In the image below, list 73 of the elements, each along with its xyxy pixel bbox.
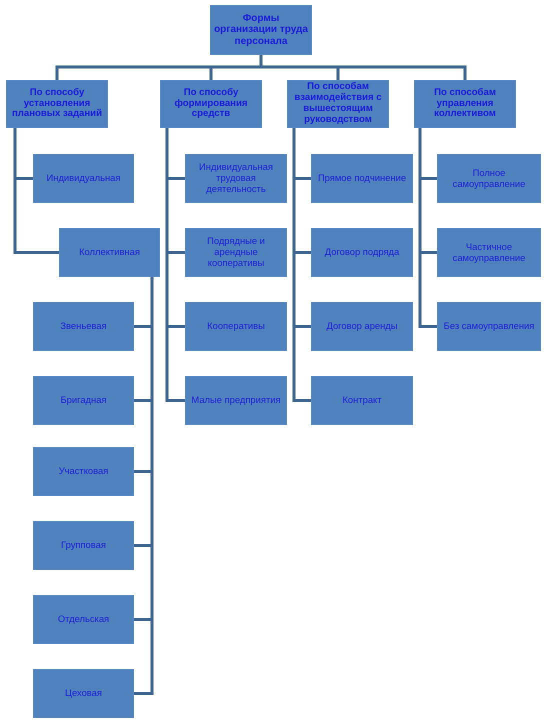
form-label: Договор аренды (326, 321, 398, 332)
connector-line (134, 470, 152, 473)
connector-line (14, 128, 16, 254)
form-box (185, 154, 287, 203)
connector-line (292, 128, 296, 402)
form-label: Цеховая (65, 688, 102, 699)
form-label: Частичное самоуправление (452, 242, 526, 264)
connector-line (15, 177, 33, 180)
connector-line (420, 251, 437, 254)
category-label: Формы организации труда персонала (213, 12, 309, 48)
category-box (6, 80, 108, 128)
form-label: Индивидуальная (46, 173, 120, 184)
form-label: Звеньевая (60, 321, 107, 332)
connector-line (150, 277, 154, 695)
form-label: Отдельская (58, 614, 110, 625)
form-label: Договор подряда (324, 247, 400, 258)
connector-line (134, 399, 152, 402)
form-label: Бригадная (60, 395, 106, 406)
form-label: Групповая (61, 540, 106, 551)
form-box (311, 302, 413, 351)
connector-line (166, 128, 168, 402)
connector-line (167, 325, 185, 328)
form-box (311, 228, 413, 277)
form-box (33, 154, 134, 203)
category-label: По способу формирования средств (174, 88, 248, 120)
form-label: Контракт (342, 395, 382, 406)
form-label: Без самоуправления (444, 321, 534, 332)
form-label: Кооперативы (207, 321, 265, 332)
form-box (311, 376, 413, 425)
form-box (59, 228, 160, 277)
category-box (210, 5, 312, 55)
category-box (287, 80, 389, 128)
form-box (33, 302, 134, 351)
form-box (437, 228, 541, 277)
connector-line (420, 177, 437, 180)
form-box (185, 302, 287, 351)
connector-line (167, 177, 185, 180)
connector-line (294, 399, 311, 402)
form-label: Участковая (58, 466, 108, 477)
category-label: По способам взаимодействия с вышестоящим руководством (293, 82, 383, 126)
form-label: Малые предприятия (191, 395, 281, 406)
form-box (437, 154, 541, 203)
connector-line (134, 692, 152, 695)
connector-line (260, 55, 466, 80)
form-box (33, 376, 134, 425)
connector-line (167, 251, 185, 254)
form-box (185, 228, 287, 277)
form-label: Коллективная (79, 247, 140, 258)
form-box (33, 521, 134, 570)
form-box (437, 302, 541, 351)
form-box (33, 595, 134, 644)
form-label: Полное самоуправление (452, 168, 526, 190)
form-box (33, 447, 134, 496)
connector-line (134, 618, 152, 621)
form-box (185, 376, 287, 425)
connector-line (294, 325, 311, 328)
connector-line (418, 128, 422, 328)
connector-line (134, 325, 152, 328)
form-label: Индивидуальная трудовая деятельность (198, 162, 274, 195)
connector-line (15, 251, 59, 254)
connector-line (294, 177, 311, 180)
category-box (414, 80, 516, 128)
form-label: Подрядные и арендные кооперативы (206, 236, 266, 269)
form-label: Прямое подчинение (318, 173, 406, 184)
connector-line (167, 399, 185, 402)
category-box (160, 80, 262, 128)
connector-line (294, 251, 311, 254)
connector-line (420, 325, 437, 328)
category-label: По способам управления коллективом (433, 88, 497, 120)
connector-line (134, 544, 152, 547)
category-label: По способу установления плановых заданий (11, 88, 103, 120)
form-box (33, 669, 134, 718)
form-box (311, 154, 413, 203)
